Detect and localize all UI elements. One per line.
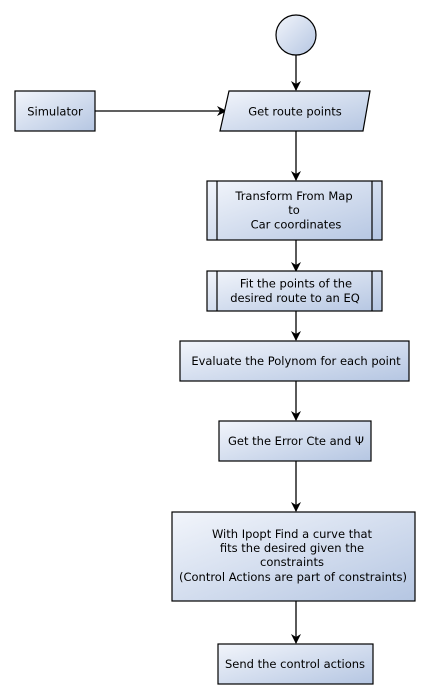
transform-line-1: Transform From Map	[234, 189, 352, 203]
ipopt-line-4: (Control Actions are part of constraints…	[179, 570, 407, 584]
ipopt-line-2: fits the desired given the	[220, 541, 364, 555]
send-label: Send the control actions	[225, 657, 365, 671]
ipopt-line-1: With Ipopt Find a curve that	[212, 527, 373, 541]
get-error-node: Get the Error Cte and Ψ	[218, 420, 372, 462]
evaluate-label: Evaluate the Polynom for each point	[191, 354, 401, 368]
send-node: Send the control actions	[217, 643, 374, 685]
transform-line-2: to	[288, 203, 300, 217]
simulator-label: Simulator	[27, 105, 83, 119]
connectors	[95, 55, 301, 644]
evaluate-node: Evaluate the Polynom for each point	[179, 340, 410, 382]
fit-points-line-2: desired route to an EQ	[230, 291, 360, 305]
fit-points-line-1: Fit the points of the	[240, 277, 352, 291]
start-node	[275, 14, 317, 56]
simulator-node: Simulator	[14, 90, 96, 132]
get-route-points-label: Get route points	[248, 105, 342, 119]
transform-line-3: Car coordinates	[251, 218, 342, 232]
ipopt-line-3: constraints	[260, 555, 324, 569]
fit-points-node: Fit the points of the desired route to a…	[206, 270, 383, 312]
ipopt-node: With Ipopt Find a curve that fits the de…	[171, 511, 416, 602]
get-error-label: Get the Error Cte and Ψ	[228, 434, 364, 448]
transform-node: Transform From Map to Car coordinates	[206, 180, 383, 241]
get-route-points-node: Get route points	[219, 90, 371, 132]
